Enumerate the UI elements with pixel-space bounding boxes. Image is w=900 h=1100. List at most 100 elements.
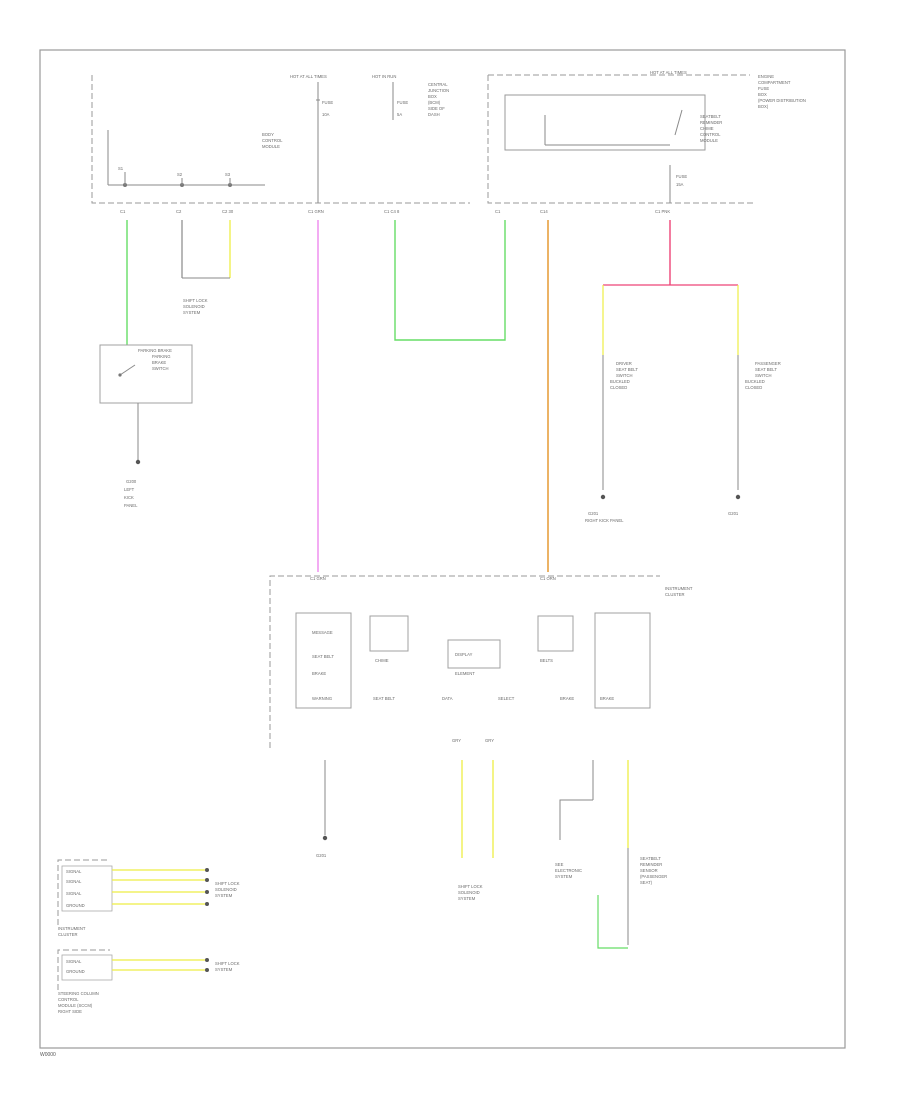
svg-text:G201: G201 [728,511,739,516]
svg-text:SELECT: SELECT [498,696,515,701]
svg-text:SIGNAL: SIGNAL [66,891,82,896]
svg-text:REMINDER: REMINDER [640,862,662,867]
svg-text:STEERING COLUMN: STEERING COLUMN [58,991,99,996]
svg-text:BODY: BODY [262,132,274,137]
svg-text:SYSTEM: SYSTEM [215,893,233,898]
svg-text:BOX: BOX [428,94,437,99]
svg-text:FUSE: FUSE [397,100,408,105]
svg-text:(POWER DISTRIBUTION: (POWER DISTRIBUTION [758,98,806,103]
svg-text:BRAKE: BRAKE [152,360,166,365]
svg-text:GRY: GRY [485,738,494,743]
svg-text:C1 ORN: C1 ORN [540,576,556,581]
top-right-module: HOT AT ALL TIMES SEATBELT REMINDER CHIME… [487,70,806,204]
svg-text:SIGNAL: SIGNAL [66,959,82,964]
svg-text:BRAKE: BRAKE [312,671,326,676]
svg-text:SHIFT LOCK: SHIFT LOCK [215,881,240,886]
svg-text:CLOSED: CLOSED [745,385,762,390]
svg-text:C1: C1 [495,209,501,214]
svg-text:SEAT BELT: SEAT BELT [616,367,638,372]
svg-text:CHIME: CHIME [375,658,389,663]
driver-seatbelt-switch: DRIVER SEAT BELT SWITCH BUCKLED CLOSED G… [585,355,638,523]
svg-text:SHIFT LOCK: SHIFT LOCK [183,298,208,303]
svg-text:SEAT): SEAT) [640,880,653,885]
passenger-seatbelt-switch: PASSENGER SEAT BELT SWITCH BUCKLED CLOSE… [728,355,781,516]
svg-text:DISPLAY: DISPLAY [455,652,473,657]
cluster-connector-table: SIGNAL SIGNAL SIGNAL GROUND SHIFT LOCK S… [57,859,240,937]
svg-text:SEAT BELT: SEAT BELT [373,696,395,701]
svg-text:GROUND: GROUND [66,903,85,908]
svg-text:CLUSTER: CLUSTER [58,932,78,937]
svg-text:RIGHT KICK PANEL: RIGHT KICK PANEL [585,518,624,523]
svg-text:SWITCH: SWITCH [755,373,772,378]
svg-text:C1: C1 [120,209,126,214]
svg-text:5A: 5A [397,112,402,117]
svg-text:GRY: GRY [452,738,461,743]
svg-text:C2: C2 [176,209,182,214]
svg-text:DASH: DASH [428,112,440,117]
svg-text:SEATBELT: SEATBELT [700,114,721,119]
svg-text:G201: G201 [316,853,327,858]
wire-green-loop [394,220,506,341]
svg-text:DATA: DATA [442,696,453,701]
svg-text:SEAT BELT: SEAT BELT [312,654,334,659]
svg-text:BOX: BOX [758,92,767,97]
svg-text:CONTROL: CONTROL [700,132,721,137]
parking-brake-switch: PARKING BRAKE PARKING BRAKE SWITCH G200 … [99,344,193,508]
top-left-module: S1 S2 S3 BODY CONTROL MODULE [91,75,470,204]
svg-text:S2: S2 [177,172,183,177]
svg-text:HOT AT ALL TIMES: HOT AT ALL TIMES [290,74,327,79]
svg-text:ENGINE: ENGINE [758,74,774,79]
svg-text:PANEL: PANEL [124,503,138,508]
svg-text:(PASSENGER: (PASSENGER [640,874,667,879]
svg-text:SEATBELT: SEATBELT [640,856,661,861]
svg-text:(BCM): (BCM) [428,100,441,105]
svg-text:BRAKE: BRAKE [600,696,614,701]
svg-text:SWITCH: SWITCH [152,366,169,371]
svg-text:JUNCTION: JUNCTION [428,88,449,93]
svg-text:BUCKLED: BUCKLED [610,379,630,384]
svg-text:HOT IN RUN: HOT IN RUN [372,74,396,79]
svg-text:CONTROL: CONTROL [58,997,79,1002]
svg-text:CLOSED: CLOSED [610,385,627,390]
svg-text:MODULE: MODULE [262,144,280,149]
svg-text:ELEMENT: ELEMENT [455,671,475,676]
svg-text:MODULE (SCCM): MODULE (SCCM) [58,1003,93,1008]
svg-text:SYSTEM: SYSTEM [458,896,476,901]
svg-text:BOX): BOX) [758,104,769,109]
outer-frame [39,49,846,1049]
svg-text:SOLENOID: SOLENOID [215,887,237,892]
svg-text:BELTS: BELTS [540,658,553,663]
svg-text:COMPARTMENT: COMPARTMENT [758,80,791,85]
svg-text:LEFT: LEFT [124,487,135,492]
connector-labels-top: C1 C2 C2 30 C1 GRN C1 C4 8 C1 C14 C1 PNK [120,209,670,214]
svg-text:SEAT BELT: SEAT BELT [755,367,777,372]
svg-text:FUSE: FUSE [676,174,687,179]
svg-text:C14: C14 [540,209,548,214]
svg-text:SHIFT LOCK: SHIFT LOCK [215,961,240,966]
steering-module-connector-table: SIGNAL GROUND SHIFT LOCK SYSTEM STEERING… [57,949,240,1014]
svg-text:SIDE OF: SIDE OF [428,106,445,111]
svg-text:SEE: SEE [555,862,564,867]
svg-text:SIGNAL: SIGNAL [66,879,82,884]
svg-text:PASSENGER: PASSENGER [755,361,781,366]
footer-code: W0000 [40,1052,56,1058]
svg-text:C1 PNK: C1 PNK [655,209,670,214]
svg-text:SWITCH: SWITCH [616,373,633,378]
svg-text:C1 GRN: C1 GRN [310,576,326,581]
svg-text:G201: G201 [588,511,599,516]
svg-text:FUSE: FUSE [758,86,769,91]
svg-text:S1: S1 [118,166,124,171]
svg-text:INSTRUMENT: INSTRUMENT [58,926,86,931]
svg-text:RIGHT SIDE: RIGHT SIDE [58,1009,82,1014]
svg-text:KICK: KICK [124,495,134,500]
svg-text:SENSOR: SENSOR [640,868,658,873]
instrument-cluster: C1 GRN C1 ORN INSTRUMENT CLUSTER MESSAGE… [269,575,693,748]
svg-text:SHIFT LOCK: SHIFT LOCK [458,884,483,889]
svg-text:SYSTEM: SYSTEM [555,874,573,879]
svg-text:C1 GRN: C1 GRN [308,209,324,214]
wire-green-bottom [597,895,628,949]
svg-text:SOLENOID: SOLENOID [458,890,480,895]
svg-text:S3: S3 [225,172,231,177]
svg-text:CENTRAL: CENTRAL [428,82,448,87]
